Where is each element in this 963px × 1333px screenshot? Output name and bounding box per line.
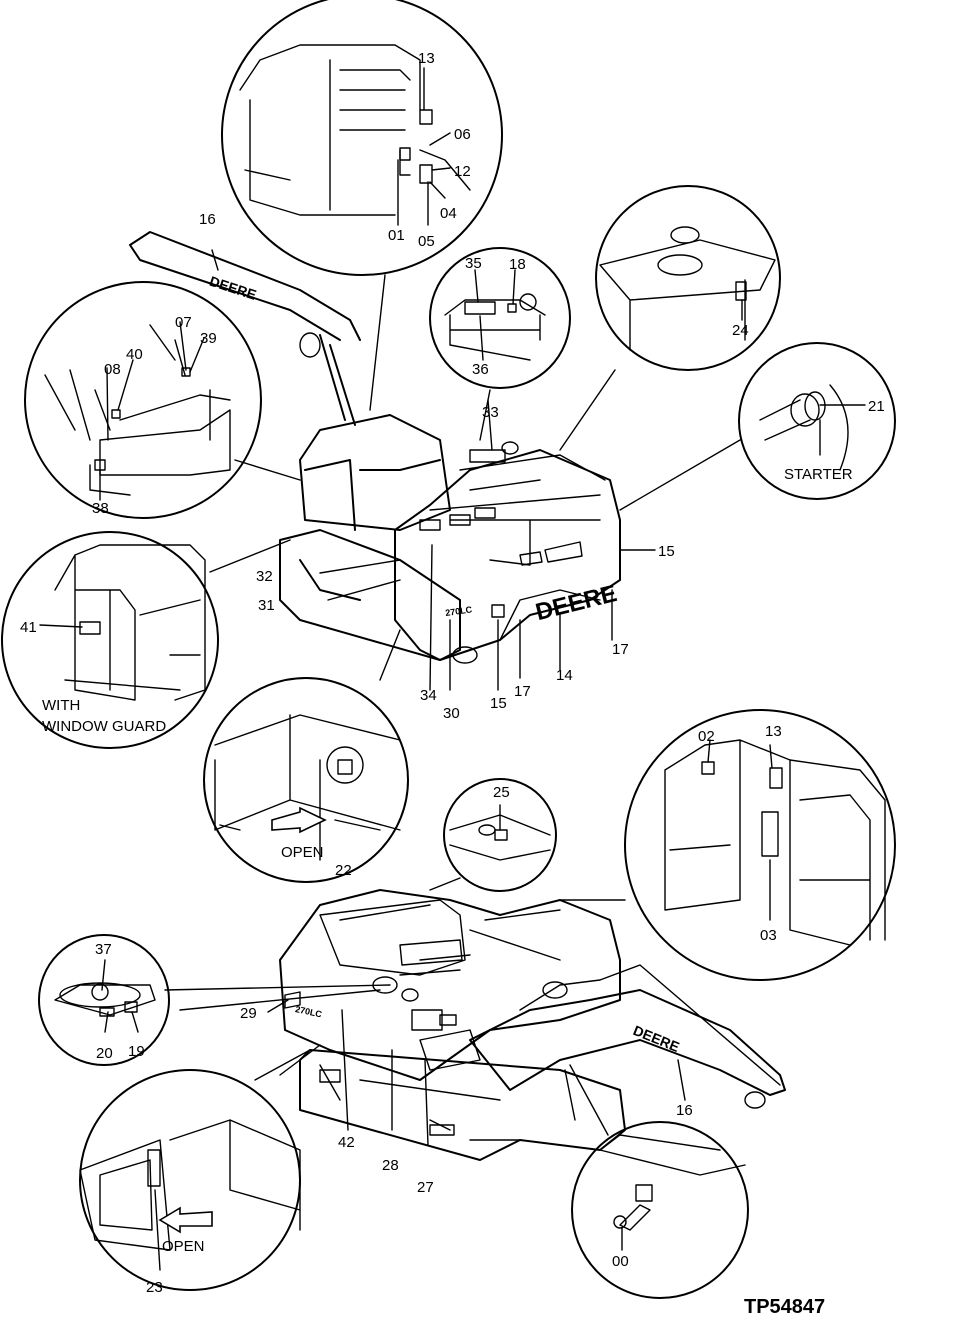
deere-decal-rear: DEERE: [533, 580, 620, 626]
callout-35: 35: [465, 255, 482, 272]
deere-decal-boom-top: DEERE: [208, 273, 259, 303]
callout-labels: 13 06 12 04 01 05 16 07 39 40 08 38 35 1…: [20, 50, 885, 1296]
callout-04: 04: [440, 205, 457, 222]
open-note-fuel: OPEN: [281, 844, 324, 861]
callout-18: 18: [509, 256, 526, 273]
callout-03: 03: [760, 927, 777, 944]
callout-07: 07: [175, 314, 192, 331]
callout-08: 08: [104, 361, 121, 378]
callout-25: 25: [493, 784, 510, 801]
callout-05: 05: [418, 233, 435, 250]
callout-15-left: 15: [490, 695, 507, 712]
callout-21: 21: [868, 398, 885, 415]
detail-circle-battery-box: [429, 247, 571, 389]
callout-28: 28: [382, 1157, 399, 1174]
starter-note: STARTER: [784, 466, 853, 483]
detail-circle-cab-interior: [221, 0, 503, 276]
model-decal-rear: 270LC: [445, 604, 474, 618]
callout-00: 00: [612, 1253, 629, 1270]
callout-32: 32: [256, 568, 273, 585]
callout-17-left: 17: [514, 683, 531, 700]
callout-02: 02: [698, 728, 715, 745]
callout-27: 27: [417, 1179, 434, 1196]
callout-30: 30: [443, 705, 460, 722]
callout-20: 20: [96, 1045, 113, 1062]
callout-42: 42: [338, 1134, 355, 1151]
callout-37: 37: [95, 941, 112, 958]
with-note: WITH: [42, 697, 80, 714]
callout-38: 38: [92, 500, 109, 517]
detail-circle-side-door: [79, 1069, 301, 1291]
callout-16-upper: 16: [199, 211, 216, 228]
leader-lines: [39, 67, 866, 1271]
callout-06: 06: [454, 126, 471, 143]
figure-id: TP54847: [744, 1296, 825, 1318]
machine-rear-view: [129, 231, 621, 664]
detail-circle-fuel-fill: [38, 934, 170, 1066]
detail-circle-hydraulic-tank: [595, 185, 781, 371]
callout-19: 19: [128, 1043, 145, 1060]
callout-12: 12: [454, 163, 471, 180]
callout-33: 33: [482, 404, 499, 421]
callout-24: 24: [732, 322, 749, 339]
callout-14: 14: [556, 667, 573, 684]
callout-13-cab: 13: [418, 50, 435, 67]
callout-13-interior: 13: [765, 723, 782, 740]
detail-circle-top-cover: [443, 778, 557, 892]
open-note-door: OPEN: [162, 1238, 205, 1255]
callout-16-lower: 16: [676, 1102, 693, 1119]
callout-15-right: 15: [658, 543, 675, 560]
machine-front-view: [279, 889, 786, 1161]
detail-circle-cab-left-interior: [624, 709, 896, 981]
callout-29: 29: [240, 1005, 257, 1022]
callout-17-right: 17: [612, 641, 629, 658]
callout-34: 34: [420, 687, 437, 704]
detail-circle-starter: [738, 342, 896, 500]
callout-22: 22: [335, 862, 352, 879]
detail-circle-control-console: [24, 281, 262, 519]
detail-circle-ground-bolt: [571, 1121, 749, 1299]
callout-23: 23: [146, 1279, 163, 1296]
callout-39: 39: [200, 330, 217, 347]
callout-36: 36: [472, 361, 489, 378]
deere-decal-boom-bottom: DEERE: [631, 1022, 682, 1055]
window-guard-note: WINDOW GUARD: [42, 718, 166, 735]
callout-01: 01: [388, 227, 405, 244]
callout-40: 40: [126, 346, 143, 363]
callout-31: 31: [258, 597, 275, 614]
callout-41: 41: [20, 619, 37, 636]
detail-circle-window-guard: [1, 531, 219, 749]
detail-circle-fuel-tank-cap: [203, 677, 409, 883]
model-decal-front: 270LC: [294, 1004, 323, 1020]
